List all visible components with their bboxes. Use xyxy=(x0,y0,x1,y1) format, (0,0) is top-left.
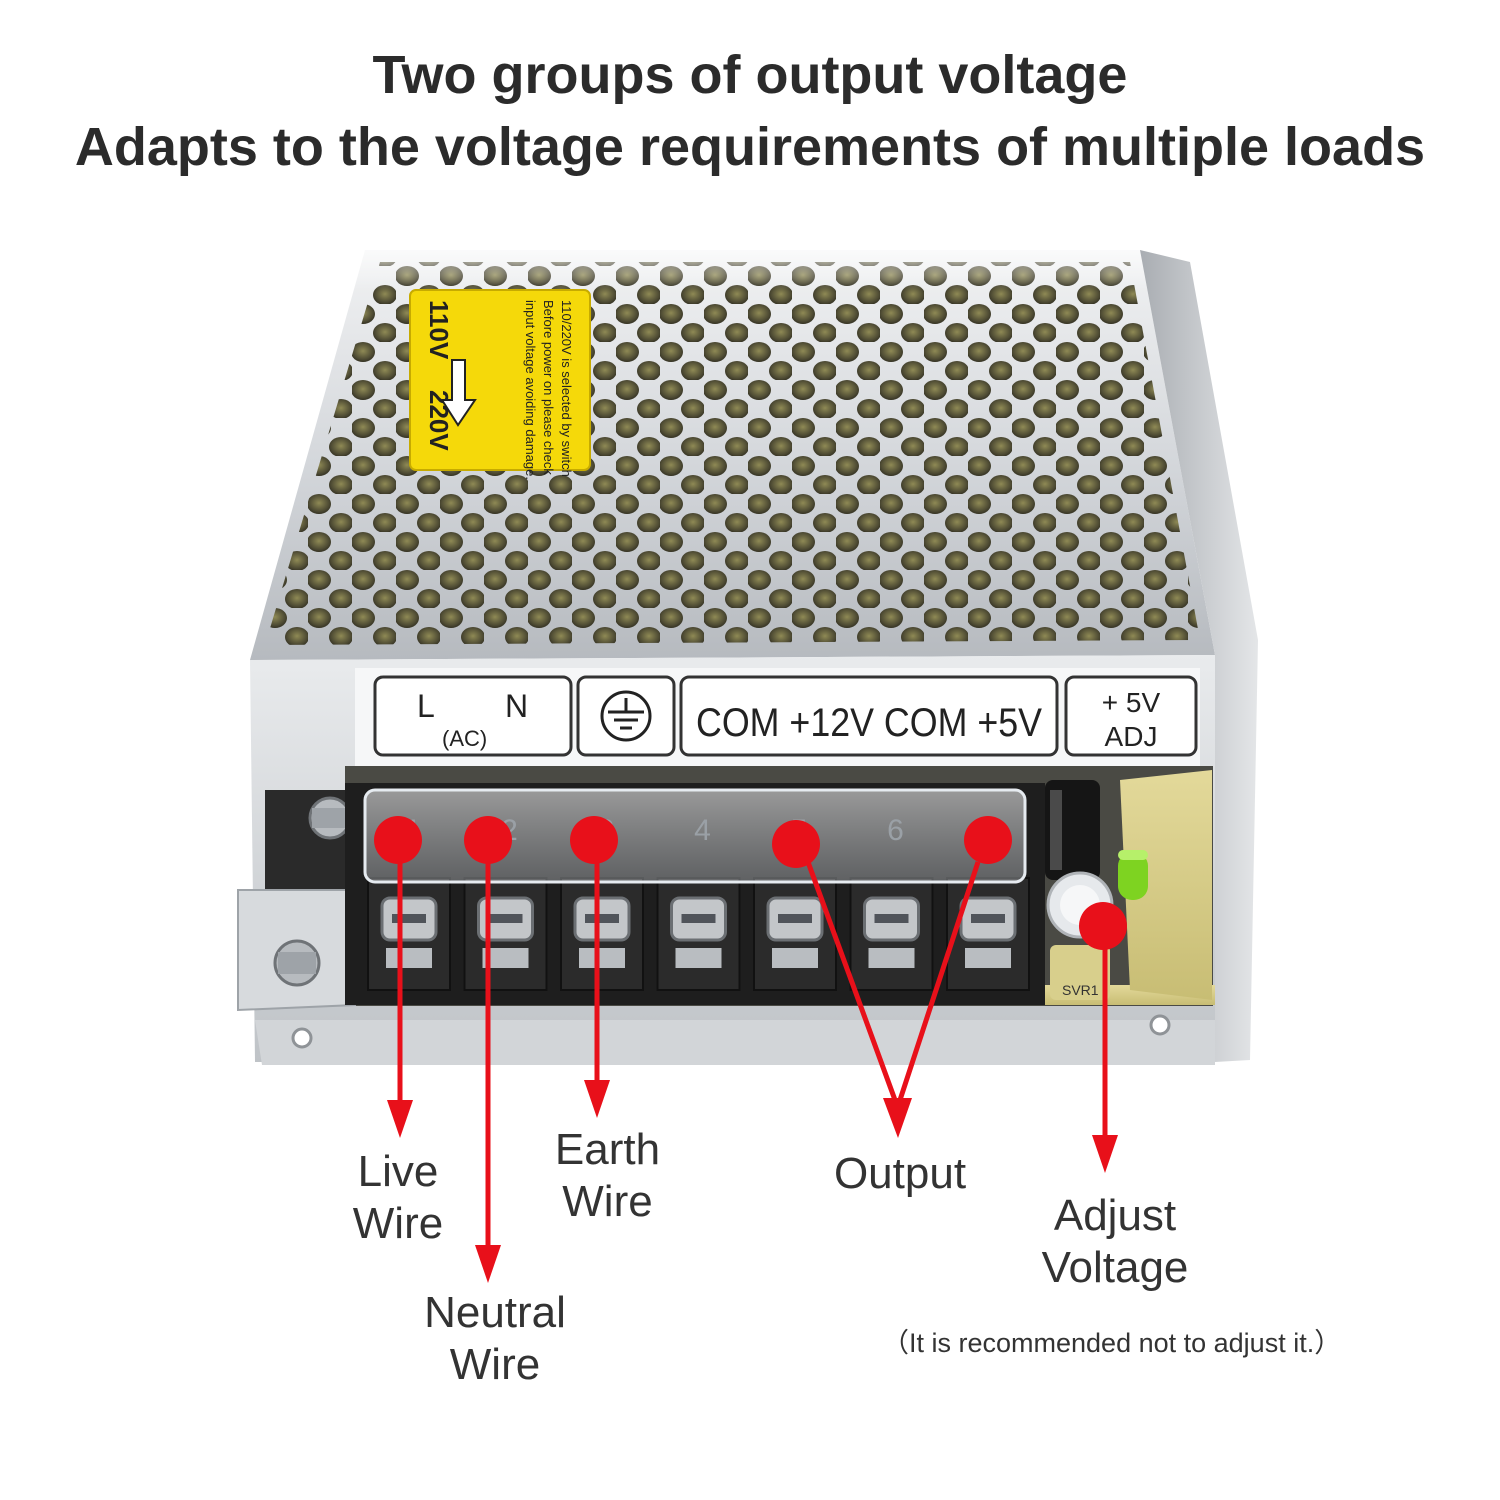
callout-output-line1: Output xyxy=(833,1149,967,1198)
terminal-number: 6 xyxy=(887,814,904,847)
mount-hole-icon xyxy=(291,1027,313,1049)
legend-L: L xyxy=(417,688,435,724)
callout-live-line1: Live xyxy=(357,1147,439,1196)
legend-adj-top: + 5V xyxy=(1102,687,1161,718)
led-icon xyxy=(1118,850,1148,900)
arrow-head-icon xyxy=(1092,1135,1118,1173)
chassis-bottom-plate xyxy=(255,1020,1215,1065)
terminal-screw-icon xyxy=(849,877,934,991)
pcb-right xyxy=(1120,770,1212,1000)
chassis-top-cover xyxy=(250,230,1215,660)
legend-adj-bottom: ADJ xyxy=(1105,721,1158,752)
callout-neutral-marker xyxy=(464,816,512,1283)
callout-live-wire: Live Wire xyxy=(338,1146,458,1250)
terminal-screw-icon xyxy=(946,877,1030,991)
callout-neutral-line2: Wire xyxy=(449,1340,541,1389)
arrow-head-icon xyxy=(387,1100,413,1138)
electrolytic-capacitor xyxy=(1045,780,1100,880)
mount-screw-icon xyxy=(308,796,352,840)
warning-110v: 110V xyxy=(424,300,454,360)
callout-adjust-line1: Adjust xyxy=(1053,1191,1177,1240)
callout-earth-wire: Earth Wire xyxy=(540,1124,675,1228)
headline-line-2: Adapts to the voltage requirements of mu… xyxy=(74,117,1426,177)
callout-neutral-line1: Neutral xyxy=(424,1288,566,1337)
voltage-warning-label: 110/220V is selected by switch Before po… xyxy=(409,289,591,480)
terminal-screw-icon xyxy=(656,877,741,991)
terminal-screw-icon xyxy=(367,877,451,991)
callout-earth-line1: Earth xyxy=(554,1125,661,1174)
arrow-head-icon xyxy=(475,1245,501,1283)
arrow-head-icon xyxy=(584,1080,610,1118)
terminal-screw-icon xyxy=(463,877,548,991)
warning-text-line3: input voltage avoiding damage. xyxy=(523,300,538,480)
callout-live-marker xyxy=(374,816,422,1138)
legend-outputs: COM +12V COM +5V xyxy=(696,701,1042,745)
pot-marking: SVR1 xyxy=(1062,982,1099,998)
callout-adjust-line2: Voltage xyxy=(1041,1243,1189,1292)
callout-earth-marker xyxy=(570,816,618,1118)
callout-output-marker xyxy=(772,816,1012,1138)
legend-ac: (AC) xyxy=(442,726,487,751)
legend-N: N xyxy=(505,688,528,724)
callout-neutral-wire: Neutral Wire xyxy=(405,1287,585,1391)
terminal-cover xyxy=(363,788,1027,884)
warning-arrow-icon xyxy=(440,359,477,427)
terminal-legend-strip: L N (AC) COM +12V COM +5V + 5V ADJ xyxy=(355,668,1200,766)
mount-screw-icon xyxy=(273,939,321,987)
callout-earth-line2: Wire xyxy=(562,1177,653,1226)
arrow-head-icon xyxy=(883,1098,912,1138)
terminal-screw-icon xyxy=(753,877,837,991)
warning-text-line2: Before power on please check xyxy=(541,300,556,475)
terminal-screw-icon xyxy=(560,877,644,991)
callout-live-line2: Wire xyxy=(352,1199,444,1248)
headline-line-1: Two groups of output voltage xyxy=(372,45,1128,105)
callout-adjust-marker xyxy=(1079,902,1127,1173)
callout-output: Output xyxy=(815,1148,985,1200)
terminal-number: 4 xyxy=(694,814,711,847)
mount-hole-icon xyxy=(1149,1014,1171,1036)
adjust-recommendation-note: （It is recommended not to adjust it.） xyxy=(882,1328,1342,1358)
warning-text-line1: 110/220V is selected by switch xyxy=(559,300,574,477)
chassis-right-side xyxy=(1140,250,1258,1062)
earth-ground-icon xyxy=(600,690,652,742)
left-bracket xyxy=(237,790,360,1012)
callout-adjust-voltage: Adjust Voltage xyxy=(1025,1190,1205,1294)
